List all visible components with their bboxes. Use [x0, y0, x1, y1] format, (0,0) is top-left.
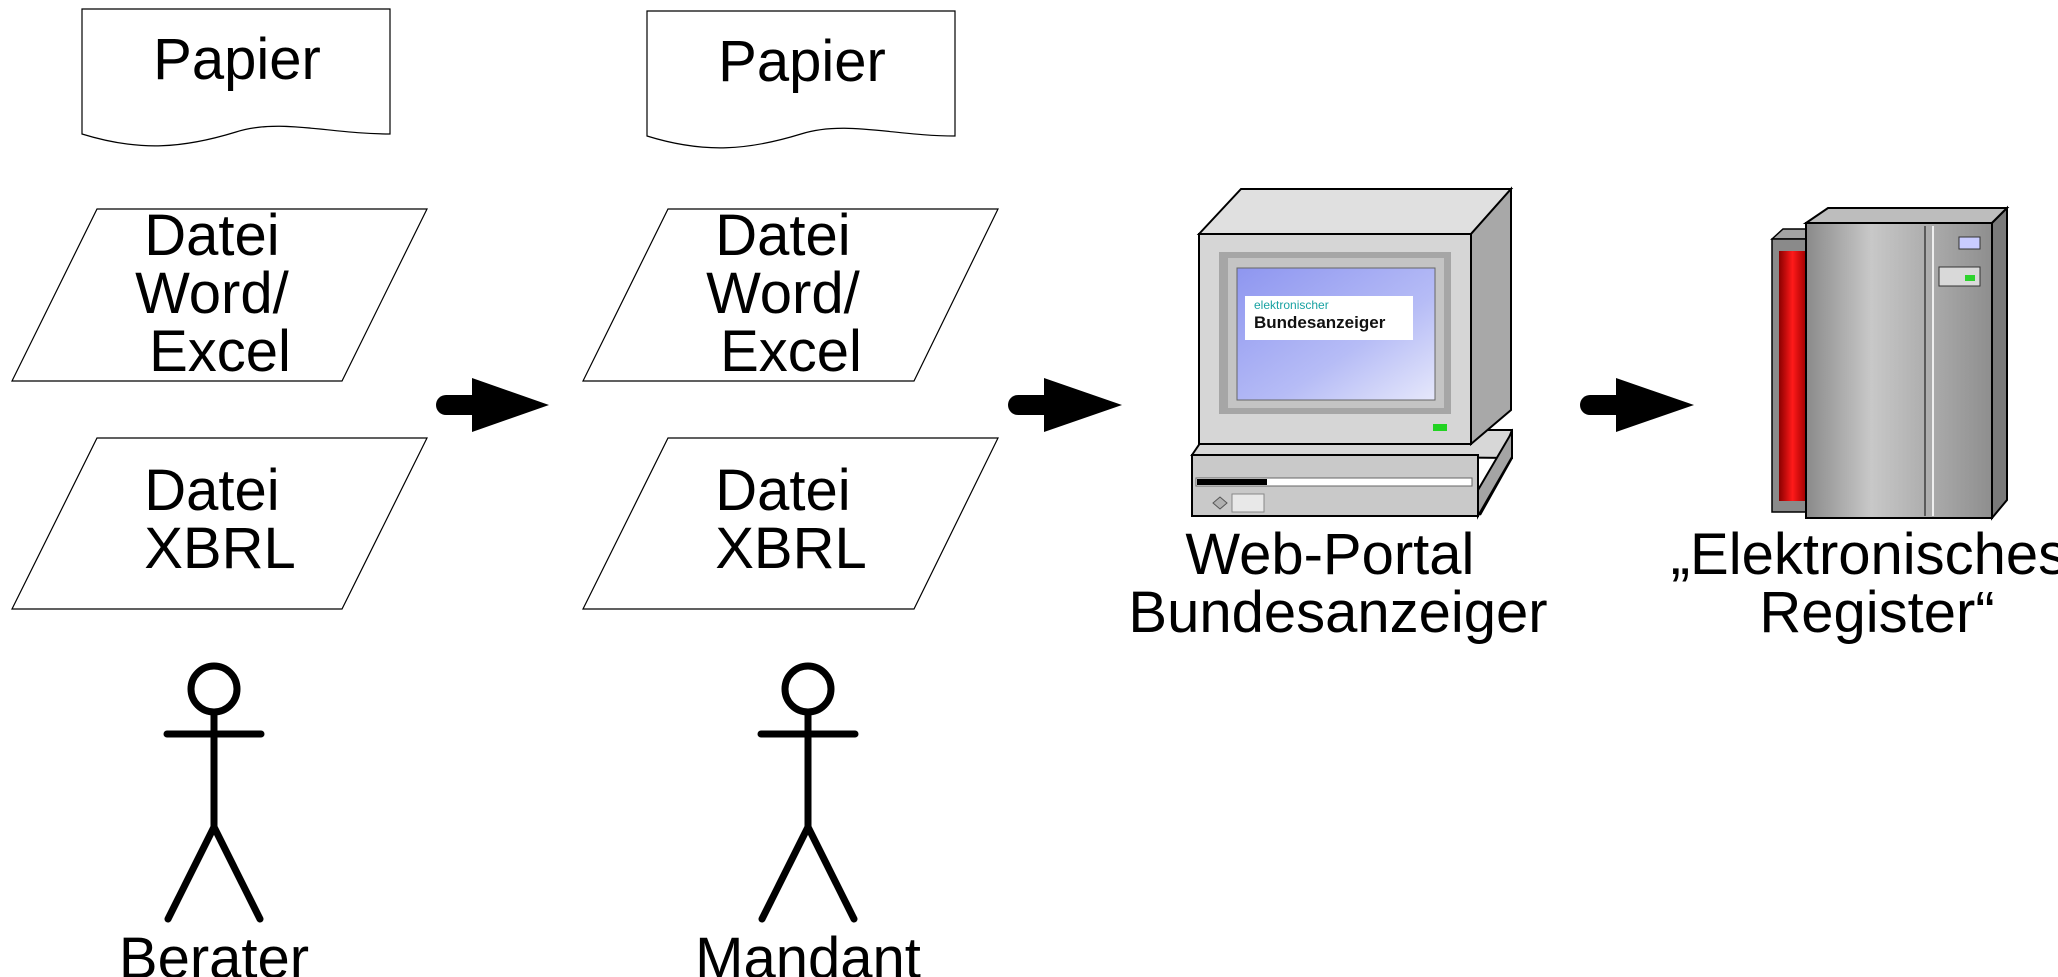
arrow-right-icon	[1580, 378, 1694, 432]
mandant-word-excel-file: Datei Word/ Excel	[582, 203, 999, 384]
berater-papier-document: Papier	[81, 8, 391, 147]
computer-icon: elektronischer Bundesanzeiger	[1190, 186, 1514, 520]
arrow-right-icon	[1008, 378, 1122, 432]
screen-small-text: elektronischer	[1254, 298, 1329, 312]
register-label: „Elektronisches Register“	[1671, 522, 2058, 645]
red-panel	[1779, 251, 1806, 501]
berater-xbrl-label: Datei XBRL	[144, 458, 296, 581]
berater-column: Papier Datei Word/ Excel Datei XBRL Bera…	[11, 8, 428, 977]
power-led	[1433, 424, 1447, 431]
screen-logo-text: Bundesanzeiger	[1254, 313, 1386, 332]
mandant-word-excel-label: Datei Word/ Excel	[706, 203, 876, 384]
mandant-label: Mandant	[695, 926, 921, 977]
berater-actor-icon	[163, 662, 265, 923]
berater-word-excel-label: Datei Word/ Excel	[135, 203, 305, 384]
portal-label: Web-Portal Bundesanzeiger	[1128, 522, 1547, 645]
mandant-actor-icon	[757, 662, 859, 923]
berater-word-excel-file: Datei Word/ Excel	[11, 203, 428, 384]
mandant-xbrl-label: Datei XBRL	[715, 458, 867, 581]
mandant-papier-document: Papier	[646, 10, 956, 149]
mandant-column: Papier Datei Word/ Excel Datei XBRL Mand…	[582, 10, 999, 977]
mandant-xbrl-file: Datei XBRL	[582, 437, 999, 610]
berater-label: Berater	[119, 926, 309, 977]
server-icon	[1770, 205, 2010, 521]
berater-xbrl-file: Datei XBRL	[11, 437, 428, 610]
arrow-right-icon	[436, 378, 549, 432]
berater-papier-label: Papier	[153, 27, 321, 92]
mandant-papier-label: Papier	[718, 29, 886, 94]
